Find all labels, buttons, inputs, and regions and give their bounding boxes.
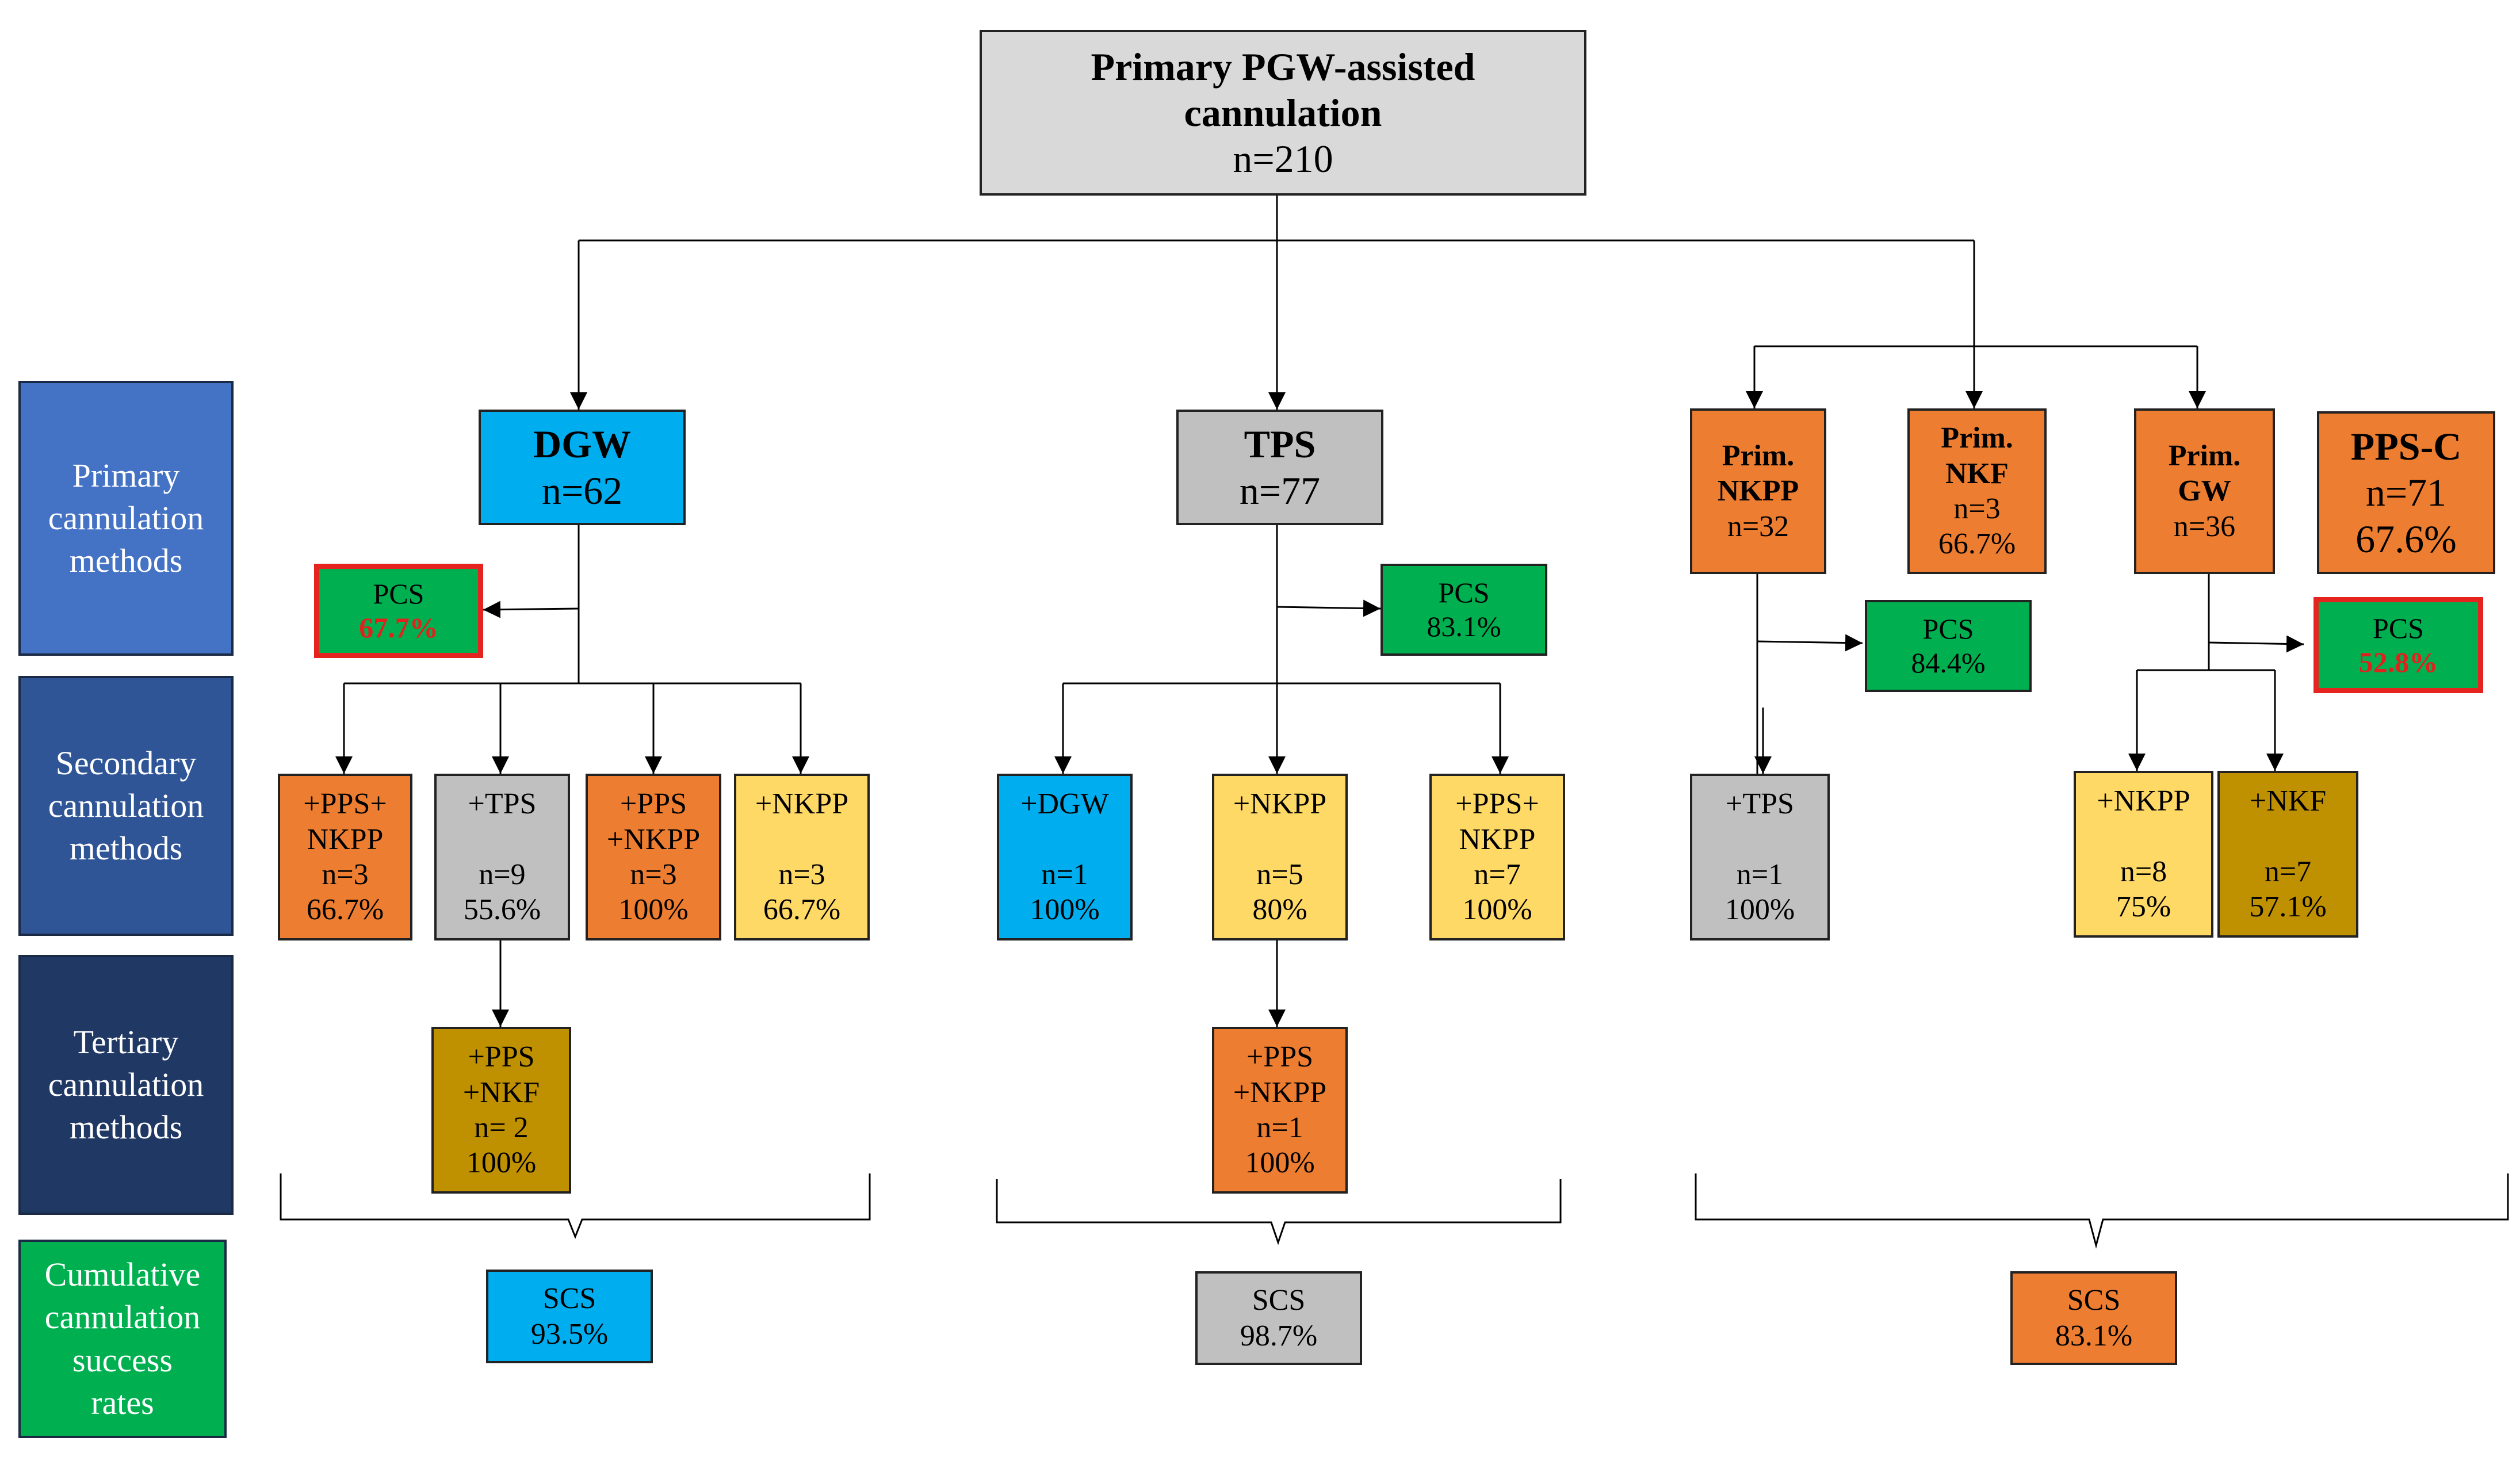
ppsc-node: PPS-C n=71 67.6% <box>2317 411 2495 574</box>
tps-scs: SCS 98.7% <box>1195 1271 1362 1365</box>
dgw-secondary-pps-plus-nkpp: +PPS +NKPP n=3 100% <box>586 774 721 940</box>
tps-node: TPS n=77 <box>1176 410 1383 525</box>
dgw-secondary-tps: +TPS n=9 55.6% <box>434 774 570 940</box>
dgw-pcs: PCS 67.7% <box>314 564 483 658</box>
ppsc-secondary-nkpp: +NKPP n=8 75% <box>2074 771 2213 938</box>
ppsc-nkpp-pcs: PCS 84.4% <box>1865 600 2032 692</box>
ppsc-prim-nkf: Prim. NKF n=3 66.7% <box>1907 408 2047 574</box>
brace-dgw <box>280 1173 871 1240</box>
arrow <box>483 601 579 618</box>
tps-tertiary-pps-nkpp: +PPS +NKPP n=1 100% <box>1212 1027 1348 1194</box>
root-node: Primary PGW-assisted cannulation n=210 <box>980 30 1586 196</box>
arrow <box>1276 599 1381 617</box>
side-label-tertiary: Tertiary cannulation methods <box>18 955 234 1215</box>
arrow <box>2208 635 2304 653</box>
side-label-cumulative: Cumulative cannulation success rates <box>18 1240 227 1438</box>
side-label-primary: Primary cannulation methods <box>18 381 234 656</box>
tps-secondary-dgw: +DGW n=1 100% <box>997 774 1133 940</box>
tps-secondary-nkpp: +NKPP n=5 80% <box>1212 774 1348 940</box>
ppsc-scs: SCS 83.1% <box>2010 1271 2177 1365</box>
ppsc-secondary-tps: +TPS n=1 100% <box>1690 774 1830 940</box>
arrow <box>1757 634 1863 652</box>
brace-ppsc <box>1695 1173 2509 1249</box>
side-label-secondary: Secondary cannulation methods <box>18 676 234 936</box>
brace-tps <box>996 1179 1562 1245</box>
dgw-secondary-nkpp: +NKPP n=3 66.7% <box>734 774 870 940</box>
tps-pcs: PCS 83.1% <box>1381 564 1547 656</box>
ppsc-prim-nkpp: Prim. NKPP n=32 <box>1690 408 1826 574</box>
dgw-node: DGW n=62 <box>479 410 686 525</box>
ppsc-secondary-nkf: +NKF n=7 57.1% <box>2217 771 2358 938</box>
dgw-tertiary-pps-nkf: +PPS +NKF n= 2 100% <box>431 1027 571 1194</box>
dgw-scs: SCS 93.5% <box>486 1270 653 1363</box>
tps-secondary-pps-nkpp: +PPS+ NKPP n=7 100% <box>1429 774 1565 940</box>
dgw-secondary-pps-nkpp: +PPS+ NKPP n=3 66.7% <box>278 774 412 940</box>
ppsc-gw-pcs: PCS 52.8% <box>2313 597 2483 693</box>
ppsc-prim-gw: Prim. GW n=36 <box>2134 408 2275 574</box>
